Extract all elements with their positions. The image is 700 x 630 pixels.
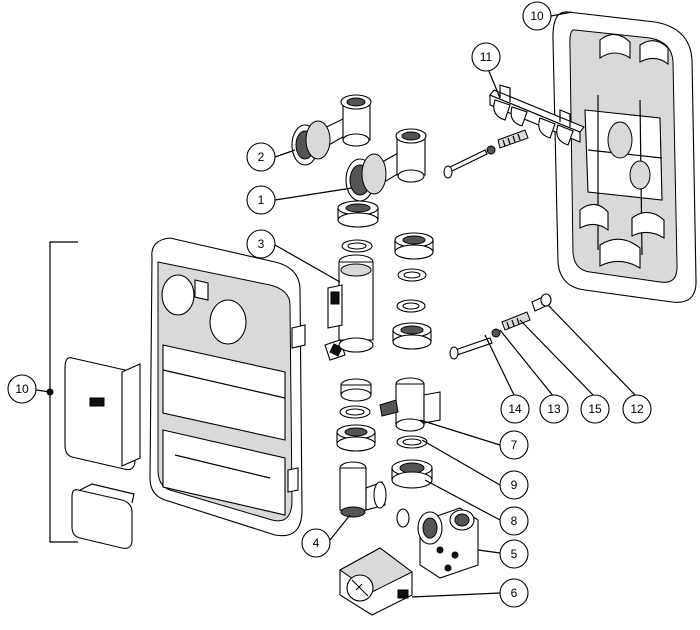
callout-9: 9 [499, 470, 529, 500]
callout-10-left: 10 [7, 374, 37, 404]
callout-8: 8 [499, 506, 529, 536]
three-way-valve [417, 507, 479, 579]
svg-text:9: 9 [511, 478, 518, 492]
svg-text:8: 8 [511, 514, 518, 528]
pump-valve-assembly [324, 254, 376, 452]
callout-5: 5 [499, 539, 529, 569]
tee-fitting-upper [291, 94, 372, 166]
group-bracket [35, 241, 78, 543]
svg-text:7: 7 [511, 438, 518, 452]
callout-11: 11 [471, 42, 501, 72]
ball-valve [379, 377, 441, 449]
svg-text:13: 13 [547, 402, 561, 416]
front-insulation-shell [149, 237, 306, 537]
callout-13: 13 [539, 394, 569, 424]
callout-2: 2 [246, 142, 276, 172]
small-cover-cap [71, 483, 135, 549]
callout-15: 15 [580, 394, 610, 424]
svg-text:6: 6 [511, 586, 518, 600]
callout-4: 4 [301, 528, 331, 558]
callout-3: 3 [246, 229, 276, 259]
svg-text:1: 1 [258, 193, 265, 207]
svg-text:14: 14 [508, 402, 522, 416]
elbow-fitting [339, 461, 410, 528]
right-stack [392, 232, 434, 350]
svg-text:11: 11 [480, 50, 493, 64]
svg-text:2: 2 [258, 150, 265, 164]
center-stack [337, 200, 379, 253]
callout-10-top: 10 [522, 1, 552, 31]
union-nut [391, 459, 433, 489]
callout-7: 7 [499, 430, 529, 460]
svg-text:15: 15 [588, 402, 602, 416]
callout-14: 14 [500, 394, 530, 424]
front-cover-plate [64, 357, 141, 471]
svg-text:10: 10 [530, 9, 544, 23]
lower-screw-set [449, 293, 552, 360]
rear-insulation-shell [552, 11, 697, 303]
svg-text:5: 5 [511, 547, 518, 561]
wall-bracket [489, 84, 585, 146]
svg-text:4: 4 [313, 536, 320, 550]
svg-text:10: 10 [15, 382, 29, 396]
callout-12: 12 [622, 394, 652, 424]
svg-text:3: 3 [258, 237, 265, 251]
upper-screw-set [443, 129, 529, 179]
callout-6: 6 [499, 578, 529, 608]
tee-fitting-lower [345, 128, 427, 202]
callout-1: 1 [246, 185, 276, 215]
valve-actuator [339, 547, 413, 616]
svg-text:12: 12 [630, 402, 644, 416]
leader-lines [274, 11, 638, 598]
